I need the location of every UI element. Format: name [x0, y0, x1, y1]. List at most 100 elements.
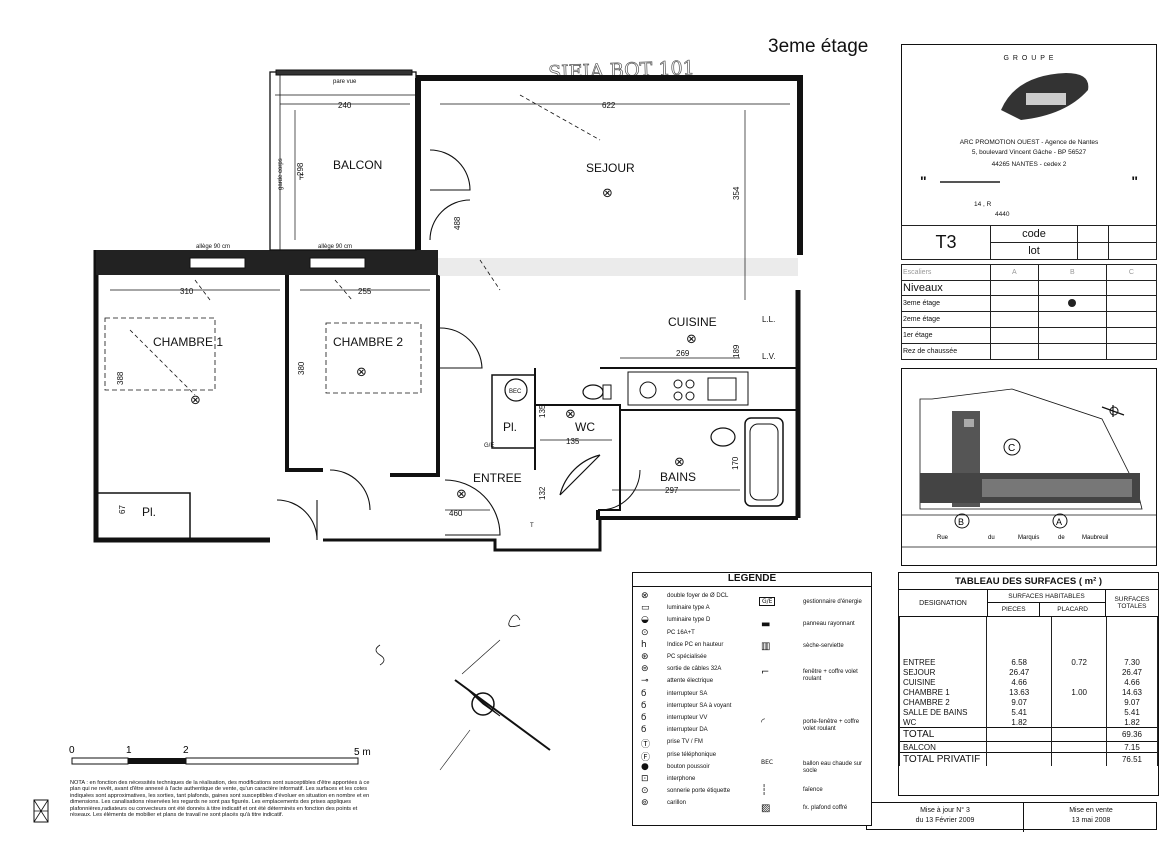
- door-front: [444, 479, 501, 536]
- legend-item: ◒ luminaire type D: [637, 615, 747, 627]
- legend-label: double foyer de Ø DCL: [667, 593, 729, 599]
- legend-item: ▨fx. plafond coffré: [745, 803, 869, 821]
- legend-label: luminaire type A: [667, 605, 710, 612]
- room-label-entree: ENTREE: [473, 471, 522, 485]
- legend-symbol-icon: ▥: [761, 641, 771, 652]
- legend-symbol-icon: ⊗: [641, 591, 649, 601]
- legend-item: ┆ faïence: [745, 785, 869, 803]
- legend-label: fenêtre + coffre volet roulant: [803, 669, 858, 682]
- wall-pl-ch1: [96, 492, 191, 540]
- ceiling-light-sejour: ⊗: [602, 186, 613, 201]
- niveau-row-rdc: Rez de chaussée: [901, 343, 991, 360]
- window-ch2: [309, 257, 366, 269]
- legend-symbol-icon: BEC: [761, 759, 774, 766]
- legend-symbol-icon: ●: [641, 761, 649, 772]
- scale-tick-5m: 5 m: [354, 747, 371, 758]
- street-word-4: de: [1058, 535, 1065, 541]
- dim-f: F: [299, 173, 304, 182]
- dim-297: 297: [665, 486, 679, 495]
- legend-symbol-icon: ⊜: [641, 664, 649, 675]
- compass-icon: [1109, 406, 1119, 416]
- legend-label: gestionnaire d'énergie: [803, 599, 862, 605]
- label-ge: G/E: [484, 443, 494, 449]
- marker-c: C: [1008, 443, 1015, 454]
- legend-label: faïence: [803, 787, 823, 793]
- dim-255: 255: [358, 287, 372, 296]
- room-label-balcon: BALCON: [333, 158, 382, 172]
- room-label-chambre2: CHAMBRE 2: [333, 335, 403, 349]
- ceiling-light-ch2: ⊗: [356, 365, 367, 380]
- facade-band-right: [438, 258, 798, 276]
- groupe-label: G R O U P E: [1003, 55, 1055, 62]
- legend-panel: LEGENDE ⊗double foyer de Ø DCL▭luminaire…: [632, 572, 872, 826]
- niveaux-col-c: C: [1128, 269, 1134, 276]
- col-placard: PLACARD: [1039, 602, 1106, 617]
- legend-item: ⊛PC spécialisée: [637, 652, 747, 664]
- dim-460: 460: [449, 509, 463, 518]
- legend-item: ⊙PC 16A+T: [637, 628, 747, 640]
- legend-symbol-icon: ┆: [761, 785, 768, 796]
- legend-label: luminaire type D: [667, 617, 711, 624]
- door-ch2: [329, 469, 371, 511]
- door-balcony: [429, 149, 471, 241]
- legend-label: ballon eau chaude sur socle: [803, 761, 863, 774]
- legend-label: bouton poussoir: [667, 763, 710, 770]
- ceiling-light-cuisine: ⊗: [686, 332, 697, 347]
- legend-item: ⊙sonnerie porte étiquette: [637, 786, 747, 798]
- wall-sejour-top: [416, 75, 803, 255]
- program-line-2: 4440: [995, 211, 1010, 218]
- north-arrow-icon: [375, 614, 551, 771]
- wall-ch2-left: [285, 275, 323, 472]
- legend-label: PC 16A+T: [667, 629, 695, 636]
- dim-298: 298: [296, 162, 305, 176]
- ceiling-light-wc: ⊗: [565, 407, 576, 422]
- floor-plan: SIEIA BOT 101: [33, 57, 803, 823]
- legend-item: ⌐fenêtre + coffre volet roulant: [745, 667, 869, 685]
- marker-a-circle: [1052, 513, 1068, 529]
- dim-170: 170: [731, 456, 740, 470]
- legend-label: sortie de câbles 32A: [667, 666, 722, 673]
- legend-label: interrupteur SA: [667, 690, 708, 697]
- label-allege-1: allège 90 cm: [196, 244, 230, 250]
- dim-135b: 135: [566, 437, 580, 446]
- legend-symbol-icon: ⊙: [641, 786, 649, 797]
- street-word-3: Marquis: [1018, 535, 1039, 541]
- niveaux-col-escaliers: Escaliers: [903, 269, 932, 276]
- lot-table: T3 code lot: [901, 225, 1157, 260]
- legend-item: ϭ interrupteur SA: [637, 689, 747, 701]
- hatch-icon: [33, 799, 49, 823]
- legend-label: panneau rayonnant: [803, 621, 855, 627]
- legend-symbol-icon: ϭ: [641, 700, 647, 711]
- legend-symbol-icon: Ⓕ: [641, 752, 651, 763]
- company-logo: [1001, 73, 1089, 120]
- company-name: ARC PROMOTION OUEST - Agence de Nantes: [959, 139, 1099, 146]
- dim-380: 380: [297, 361, 306, 375]
- room-label-cuisine: CUISINE: [668, 315, 717, 329]
- label-bec: BEC: [509, 389, 522, 395]
- selected-level-dot-icon: [1068, 298, 1077, 307]
- legend-symbol-icon: ϭ: [641, 713, 647, 723]
- sink: [710, 427, 736, 447]
- dim-388: 388: [116, 371, 125, 385]
- wc-bowl: [582, 384, 604, 400]
- wall-entree-bottom: [323, 520, 602, 552]
- wall-bottom-right: [596, 510, 798, 520]
- wall-ch2-right: [390, 275, 440, 477]
- legend-symbol-icon: ◒: [641, 615, 649, 626]
- room-label-bains: BAINS: [660, 470, 696, 484]
- disclaimer-note: NOTA : en fonction des nécessités techni…: [70, 780, 370, 819]
- sale-line-1: Mise en vente: [1069, 807, 1113, 814]
- door-sejour: [439, 327, 483, 369]
- legend-label: attente électrique: [667, 678, 714, 685]
- legend-symbol-icon: ϭ: [641, 688, 647, 699]
- kitchen-worktop: [627, 371, 749, 406]
